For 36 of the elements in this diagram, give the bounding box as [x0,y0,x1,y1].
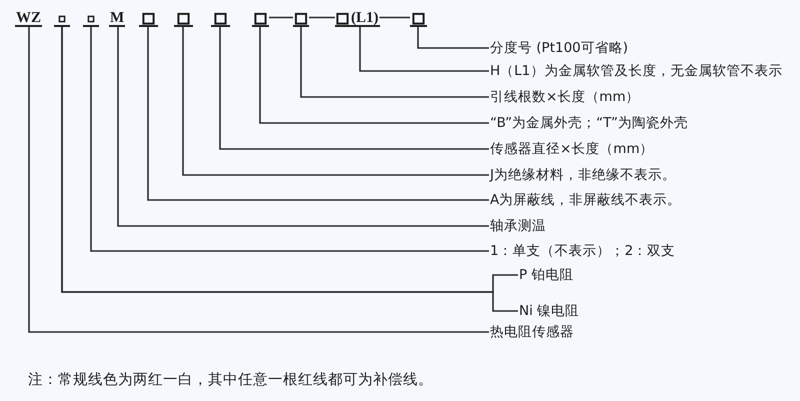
leader-line [219,27,489,150]
leader-line [359,27,489,72]
dash-line [269,16,293,18]
description-text: P 铂电阻 [519,266,574,284]
leader-line [300,27,489,98]
note-text: 注：常规线色为两红一白，其中任意一根红线都可为补偿线。 [28,371,433,389]
code-text: (L1) [350,11,380,27]
blank-box [410,12,427,27]
description-text: H（L1）为金属软管及长度，无金属软管不表示 [490,62,782,80]
description-text: 1：单支（不表示）；2：双支 [490,242,676,260]
blank-box [174,12,193,27]
description-text: “B”为金属外壳；“T”为陶瓷外壳 [490,114,688,132]
dash-line [380,16,410,18]
dash-line [309,16,335,18]
blank-box [335,12,350,27]
leader-line [147,27,489,201]
code-text: WZ [15,11,42,27]
leader-line [259,27,489,124]
leader-line [417,27,489,49]
leader-line [117,27,489,227]
blank-box [211,12,230,27]
description-text: J为绝缘材料，非绝缘不表示。 [490,166,676,184]
description-text: 引线根数×长度（mm） [490,88,640,106]
description-text: 分度号 (Pt100可省略) [490,39,628,57]
description-text: 热电阻传感器 [490,323,574,341]
code-text: M [109,11,126,27]
blank-box [293,12,309,27]
description-text: A为屏蔽线，非屏蔽线不表示。 [490,191,682,209]
leader-line [28,27,489,333]
description-text: Ni 镍电阻 [519,302,580,320]
description-text: 传感器直径×长度（mm） [490,140,654,158]
leader-line [90,27,489,252]
leader-line [182,27,489,176]
description-text: 轴承测温 [490,217,546,235]
blank-box [252,12,269,27]
blank-box [139,12,158,27]
